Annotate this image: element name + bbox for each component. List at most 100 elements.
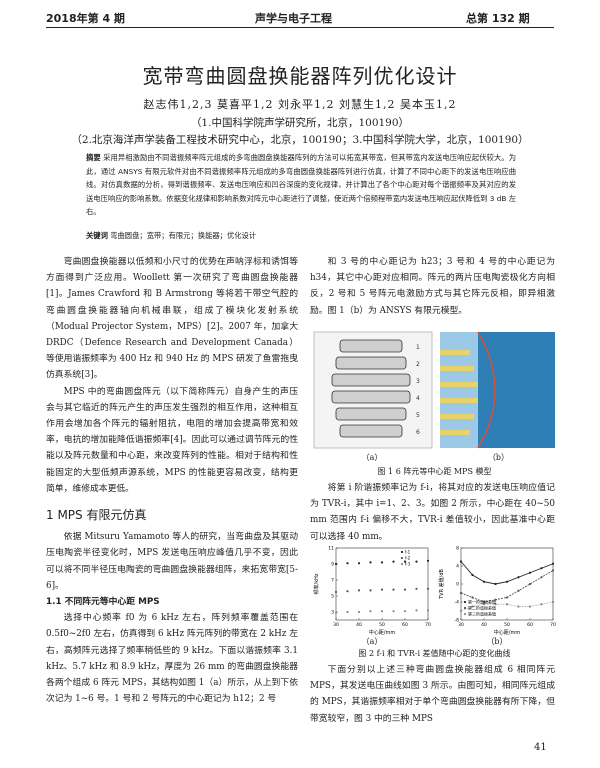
data-point: [471, 605, 474, 608]
right-paragraph-2: 将第 i 阶谐振频率记为 f-i，将其对应的发送电压响应值记为 TVR-i，其中…: [310, 483, 555, 542]
fem-model-image: [440, 331, 555, 449]
y-axis-label: 频率/kHz: [313, 573, 320, 594]
y-tick-label: 7: [331, 578, 334, 584]
legend-marker: [463, 600, 467, 604]
data-point: [459, 560, 463, 563]
data-point: [357, 589, 361, 592]
data-point: [494, 603, 497, 606]
legend-marker: [400, 562, 404, 566]
figure-1b-label: （b）: [487, 453, 510, 462]
header-rule: [46, 27, 554, 28]
disc-4: [331, 390, 411, 404]
data-point: [482, 600, 486, 604]
keywords: 关键词 弯曲圆盘；宽带；有限元；换能器；优化设计: [86, 231, 516, 241]
subsection-heading: 1.1 不同阵元等中心距 MPS: [46, 597, 160, 608]
legend-entry: 第二阶谐振差值: [468, 605, 496, 611]
keywords-label: 关键词: [86, 231, 108, 240]
data-point: [517, 576, 520, 579]
abstract-text: 采用异相激励由不同谐振频率阵元组成的多弯曲圆盘换能器阵列的方法可以拓宽其带宽，但…: [86, 153, 516, 216]
data-point: [426, 609, 430, 612]
legend-entry: 第三阶谐振差值: [468, 611, 496, 617]
x-tick-label: 30: [458, 622, 464, 628]
fem-disc-2: [440, 366, 474, 371]
data-point: [369, 561, 372, 564]
x-tick-label: 70: [550, 622, 556, 628]
paper-title: 宽带弯曲圆盘换能器阵列优化设计: [142, 64, 458, 88]
page-number: 41: [534, 742, 547, 753]
right-paragraph-3: 下面分别以上述三种弯曲圆盘换能器组成 6 相同阵元 MPS，其发送电压曲线如图 …: [310, 665, 555, 724]
data-point: [505, 580, 509, 583]
section1-paragraph: 依据 Mitsuru Yamamoto 等人的研究，当弯曲盘及其驱动压电陶瓷半径…: [46, 532, 298, 591]
data-point: [357, 610, 361, 614]
data-point: [551, 600, 555, 604]
subsection-paragraph: 选择中心频率 f0 为 6 kHz 左右，阵列频率覆盖范围在 0.5f0~2f0…: [46, 613, 298, 705]
figure-1a-label: （a）: [361, 453, 383, 462]
disc-2: [335, 356, 407, 370]
disc-label-4: 4: [416, 395, 420, 402]
data-point: [482, 603, 486, 606]
data-point: [334, 562, 338, 566]
abstract: 摘要 采用异相激励由不同谐振频率阵元组成的多弯曲圆盘换能器阵列的方法可以拓宽其带…: [86, 151, 516, 219]
data-point: [346, 590, 349, 593]
data-point: [471, 596, 474, 599]
disc-label-6: 6: [416, 429, 420, 436]
y-tick-label: 0: [456, 582, 459, 588]
y-tick-label: 4: [456, 564, 459, 570]
data-point: [346, 610, 349, 614]
disc-label-5: 5: [416, 412, 420, 419]
data-point: [459, 609, 463, 613]
data-point: [540, 567, 543, 570]
figure-2a-label: （a）: [361, 637, 383, 646]
fem-disc-1: [440, 350, 470, 355]
data-point: [369, 589, 372, 592]
keywords-text: 弯曲圆盘；宽带；有限元；换能器；优化设计: [110, 231, 257, 240]
data-point: [415, 587, 418, 590]
fem-disc-5: [440, 414, 474, 419]
disc-label-3: 3: [416, 378, 420, 385]
data-point: [551, 569, 555, 572]
data-point: [505, 603, 509, 606]
data-point: [403, 610, 407, 613]
y-tick-label: -4: [455, 600, 460, 606]
data-point: [494, 582, 497, 586]
y-tick-label: 11: [328, 546, 334, 552]
fem-disc-6: [440, 430, 470, 435]
disc-label-1: 1: [416, 344, 420, 351]
data-point: [415, 560, 418, 563]
data-point: [459, 591, 463, 595]
data-point: [334, 611, 338, 614]
author-list: 赵志伟1,2,3 莫喜平1,2 刘永平1,2 刘慧生1,2 吴本玉1,2: [143, 98, 457, 111]
data-point: [540, 603, 543, 606]
right-paragraph-2-block: 将第 i 阶谐振频率记为 f-i，将其对应的发送电压响应值记为 TVR-i，其中…: [310, 480, 555, 545]
total-issue: 总第 132 期: [466, 12, 530, 25]
data-point: [517, 589, 520, 592]
data-point: [415, 609, 418, 612]
y-axis-label: TVR 差值/dB: [438, 569, 445, 600]
x-axis-label: 中心距/mm: [369, 629, 396, 636]
disc-6: [339, 424, 403, 438]
data-point: [346, 562, 349, 565]
data-point: [528, 582, 532, 586]
fem-disc-4: [440, 398, 478, 403]
data-point: [517, 605, 520, 608]
affiliation-1: （1.中国科学院声学研究所，北京，100190）: [190, 117, 410, 129]
legend-marker: [400, 550, 404, 554]
section-heading-1: 1 MPS 有限元仿真: [46, 508, 147, 523]
disc-1: [339, 339, 403, 353]
data-point: [392, 560, 395, 563]
data-point: [357, 562, 361, 565]
x-tick-label: 60: [527, 622, 533, 628]
data-point: [482, 580, 486, 583]
right-paragraph-3-block: 下面分别以上述三种弯曲圆盘换能器组成 6 相同阵元 MPS，其发送电压曲线如图 …: [310, 662, 555, 727]
y-tick-label: 5: [331, 594, 334, 600]
legend-entry: f-1: [405, 550, 411, 555]
x-tick-label: 40: [356, 622, 362, 628]
journal-name: 声学与电子工程: [255, 12, 332, 25]
data-point: [392, 588, 395, 591]
legend-marker: [400, 556, 404, 560]
x-tick-label: 50: [504, 622, 510, 628]
legend-entry: f-2: [405, 556, 411, 561]
data-point: [380, 561, 384, 564]
data-point: [380, 588, 384, 591]
data-point: [528, 571, 532, 574]
